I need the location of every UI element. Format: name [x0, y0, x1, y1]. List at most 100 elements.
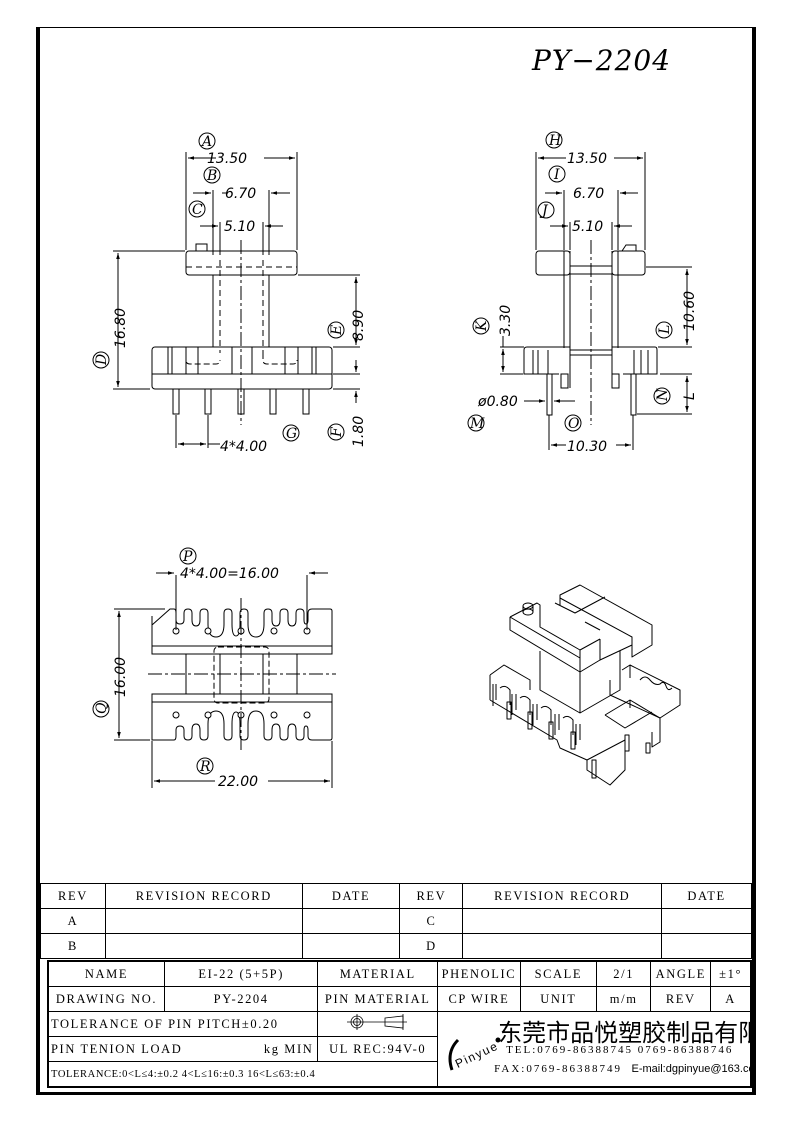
pin-material-label: PIN MATERIAL	[317, 986, 439, 1012]
svg-text:I: I	[553, 167, 560, 183]
svg-text:J: J	[539, 203, 549, 219]
label-o: O	[564, 414, 582, 432]
bottom-dim-depth: 16.00	[113, 657, 129, 697]
svg-text:R: R	[199, 759, 211, 775]
frame-border-left	[36, 27, 40, 1095]
record-cell	[462, 933, 663, 959]
pin-pitch-tolerance: TOLERANCE OF PIN PITCH±0.20	[47, 1011, 319, 1037]
front-base	[151, 346, 333, 390]
name-value: EI-22 (5+5P)	[163, 960, 319, 987]
label-d: D	[92, 351, 110, 369]
pin-tension-unit: kg MIN	[263, 1041, 314, 1056]
date-header: DATE	[301, 883, 401, 909]
isometric-view	[489, 584, 681, 786]
front-dim-winding-height: 8.90	[351, 310, 367, 341]
material-label: MATERIAL	[317, 960, 439, 987]
label-e: E	[327, 321, 345, 339]
title-block: NAME EI-22 (5+5P) MATERIAL PHENOLIC SCAL…	[47, 960, 752, 1088]
label-j: J	[537, 201, 555, 219]
label-l: L	[655, 321, 673, 339]
side-dim-inner-width: 6.70	[573, 186, 604, 202]
revision-record-header-2: REVISION RECORD	[462, 883, 663, 909]
frame-border-bottom	[36, 1092, 756, 1095]
drawing-number-title: PY−2204	[532, 44, 672, 77]
label-q: Q	[92, 700, 110, 718]
label-b: B	[203, 166, 221, 184]
date-header-2: DATE	[661, 883, 752, 909]
svg-text:F: F	[329, 426, 345, 438]
front-view: 13.50 6.70 5.10 16.80 8.90 1.80 4*4.00 A…	[92, 132, 367, 455]
side-dim-row-spacing: 10.30	[567, 439, 607, 455]
record-cell	[462, 908, 663, 934]
side-view: 13.50 6.70 5.10 3.30 10.60 L ø0.80 10.30…	[467, 131, 698, 455]
svg-text:A: A	[200, 134, 212, 150]
revision-record-header: REVISION RECORD	[104, 883, 303, 909]
svg-text:Q: Q	[94, 702, 110, 714]
front-dim-overall-width: 13.50	[207, 151, 247, 167]
label-f: F	[327, 423, 345, 441]
label-m: M	[467, 414, 485, 432]
date-cell	[301, 908, 401, 934]
front-pins	[172, 388, 310, 415]
record-cell	[104, 933, 303, 959]
company-email: E-mail:dgpinyue@163.com	[631, 1063, 751, 1075]
rev-label: REV	[650, 986, 712, 1012]
bottom-dim-width: 22.00	[218, 774, 258, 790]
rev-value: A	[710, 986, 752, 1012]
material-value: PHENOLIC	[437, 960, 521, 987]
company-tel: TEL:0769-86388745 0769-86388746	[506, 1044, 734, 1056]
label-p: P	[179, 547, 197, 565]
svg-text:O: O	[568, 416, 580, 432]
pin-material-value: CP WIRE	[437, 986, 521, 1012]
rev-header-2: REV	[399, 883, 464, 909]
frame-border-right	[752, 27, 756, 1095]
label-i: I	[548, 165, 566, 183]
company-name: 东莞市品悦塑胶制品有限公司	[498, 1019, 750, 1047]
rev-cell: C	[399, 908, 464, 934]
date-cell	[661, 933, 752, 959]
front-dim-height: 16.80	[113, 308, 129, 348]
front-flange-nub	[195, 243, 208, 252]
bottom-dim-pin-pitch-total: 4*4.00=16.00	[180, 566, 279, 582]
svg-text:D: D	[94, 354, 110, 366]
unit-value: m/m	[595, 986, 652, 1012]
unit-label: UNIT	[519, 986, 597, 1012]
bottom-view: 4*4.00=16.00 16.00 22.00 P Q R	[92, 547, 336, 790]
label-n: N	[653, 387, 671, 405]
svg-text:M: M	[469, 416, 485, 432]
svg-text:L: L	[657, 325, 673, 335]
projection-symbol	[317, 1011, 439, 1037]
ul-rec: UL REC:94V-0	[317, 1036, 439, 1062]
drawing-no-value: PY-2204	[163, 986, 319, 1012]
name-label: NAME	[47, 960, 165, 987]
svg-text:P: P	[182, 549, 193, 565]
label-k: K	[472, 317, 490, 335]
side-dim-overall-width: 13.50	[567, 151, 607, 167]
rev-cell: A	[40, 908, 106, 934]
drawing-no-label: DRAWING NO.	[47, 986, 165, 1012]
rev-cell: D	[399, 933, 464, 959]
front-dim-core-width: 5.10	[224, 219, 255, 235]
revision-row: B D	[40, 933, 752, 959]
scale-label: SCALE	[519, 960, 597, 987]
svg-text:E: E	[329, 325, 345, 336]
side-dim-pin-diameter: ø0.80	[477, 394, 518, 410]
date-cell	[301, 933, 401, 959]
svg-text:C: C	[192, 202, 203, 218]
scale-value: 2/1	[595, 960, 652, 987]
pin-tension-label: PIN TENION LOAD	[51, 1041, 183, 1056]
record-cell	[104, 908, 303, 934]
svg-text:K: K	[474, 319, 490, 332]
revision-table: REV REVISION RECORD DATE REV REVISION RE…	[40, 883, 752, 959]
side-dim-base-height: 3.30	[498, 305, 514, 336]
label-c: C	[188, 200, 206, 218]
front-dim-inner-width: 6.70	[225, 186, 256, 202]
third-angle-projection-icon	[346, 1014, 407, 1030]
front-dim-pin-pitch: 4*4.00	[220, 439, 267, 455]
rev-cell: B	[40, 933, 106, 959]
revision-header-row: REV REVISION RECORD DATE REV REVISION RE…	[40, 883, 752, 909]
technical-drawing: 13.50 6.70 5.10 16.80 8.90 1.80 4*4.00 A…	[92, 131, 698, 790]
frame-border-top	[36, 27, 756, 28]
svg-text:G: G	[286, 426, 297, 442]
label-g: G	[282, 424, 300, 442]
